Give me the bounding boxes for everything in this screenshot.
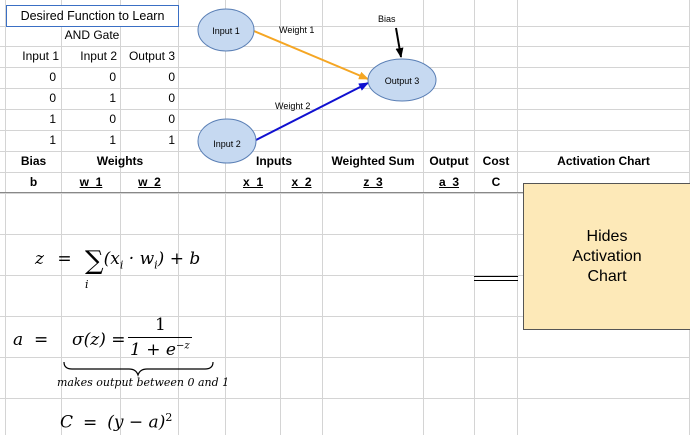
grid-col-line xyxy=(225,0,226,435)
grid-col-line xyxy=(423,0,424,435)
truth-table-header[interactable]: Input 2 xyxy=(80,49,117,63)
output3-label: Output 3 xyxy=(385,76,420,86)
z-sub-i2: i xyxy=(154,258,158,272)
input1-label: Input 1 xyxy=(212,26,240,36)
grid-row-line xyxy=(0,109,690,110)
grid-row-line xyxy=(0,151,690,152)
header-activation-chart[interactable]: Activation Chart xyxy=(557,154,650,168)
truth-table-header[interactable]: Input 1 xyxy=(22,49,59,63)
grid-row-line xyxy=(0,193,690,194)
grid-row-line xyxy=(0,172,690,173)
truth-table-header[interactable]: Output 3 xyxy=(128,49,175,63)
sum-symbol: ∑ xyxy=(85,246,104,276)
grid-row-line xyxy=(0,130,690,131)
grid-col-line xyxy=(120,0,121,435)
var-x1[interactable]: x_1 xyxy=(242,175,264,189)
grid-row-line xyxy=(0,234,690,235)
fraction-denominator: 1 + e−z xyxy=(130,340,190,360)
grid-col-line xyxy=(61,0,62,435)
input2-label: Input 2 xyxy=(213,139,241,149)
var-w1[interactable]: w_1 xyxy=(79,175,103,189)
weight2-arrow xyxy=(255,82,369,141)
grid-row-line xyxy=(0,357,690,358)
truth-table-cell[interactable]: 0 xyxy=(49,91,56,105)
underbrace-note: makes output between 0 and 1 xyxy=(57,376,230,389)
grid-row-line xyxy=(0,316,690,317)
z-term: (x xyxy=(103,249,120,269)
gate-label[interactable]: AND Gate xyxy=(64,28,120,42)
grid-col-line xyxy=(474,0,475,435)
truth-table-cell[interactable]: 1 xyxy=(168,133,175,147)
input2-node[interactable] xyxy=(197,118,257,164)
grid-row-line xyxy=(0,88,690,89)
formula-cost: C = (y − a)2 xyxy=(60,411,172,433)
c-equals: = xyxy=(83,412,98,433)
var-z3[interactable]: z_3 xyxy=(363,175,383,189)
header-bias[interactable]: Bias xyxy=(20,154,47,168)
grid-row-line xyxy=(0,46,690,47)
grid-row-line xyxy=(0,26,690,27)
sum-index: i xyxy=(85,278,89,291)
grid-row-line xyxy=(0,275,690,276)
a-lhs: a xyxy=(13,330,24,350)
weight1-arrow xyxy=(253,30,369,80)
z-sub-i1: i xyxy=(119,258,124,272)
truth-table-cell[interactable]: 1 xyxy=(109,133,116,147)
header-output[interactable]: Output xyxy=(429,154,469,168)
header-inputs[interactable]: Inputs xyxy=(256,154,292,168)
truth-table-cell[interactable]: 1 xyxy=(49,112,56,126)
z-dot: · w xyxy=(123,249,155,269)
fraction-numerator: 1 xyxy=(155,315,166,335)
a-equals: = xyxy=(34,330,49,350)
frozen-pane-divider xyxy=(0,192,690,193)
truth-table-cell[interactable]: 0 xyxy=(109,112,116,126)
header-weights[interactable]: Weights xyxy=(96,154,144,168)
sigma-expr: σ(z) = xyxy=(72,330,126,350)
truth-table-cell[interactable]: 0 xyxy=(168,112,175,126)
z-lhs: z xyxy=(35,249,44,269)
output3-node[interactable] xyxy=(367,58,437,102)
connector-line xyxy=(474,276,518,281)
title-cell[interactable]: Desired Function to Learn xyxy=(6,5,179,27)
header-weighted-sum[interactable]: Weighted Sum xyxy=(331,154,415,168)
grid-col-line xyxy=(178,0,179,435)
truth-table-cell[interactable]: 0 xyxy=(168,70,175,84)
formula-z: z = ∑(xi · wi) + b xyxy=(35,246,200,276)
grid-col-line xyxy=(280,0,281,435)
c-lhs: C xyxy=(60,412,74,433)
input1-node[interactable] xyxy=(197,8,255,52)
denominator-exponent: −z xyxy=(175,340,190,352)
var-c[interactable]: C xyxy=(491,175,501,189)
truth-table-cell[interactable]: 0 xyxy=(168,91,175,105)
denominator-base: 1 + e xyxy=(130,340,176,360)
weight1-label: Weight 1 xyxy=(279,25,314,35)
z-equals: = xyxy=(57,249,72,269)
grid-col-line xyxy=(517,0,518,435)
header-cost[interactable]: Cost xyxy=(482,154,510,168)
weight2-label: Weight 2 xyxy=(275,101,310,111)
grid-row-line xyxy=(0,67,690,68)
bias-arrow xyxy=(395,27,404,58)
var-w2[interactable]: w_2 xyxy=(138,175,161,189)
truth-table-cell[interactable]: 0 xyxy=(109,70,116,84)
z-close: ) + b xyxy=(157,249,201,269)
grid-row-line xyxy=(0,398,690,399)
hide-activation-chart-button[interactable]: Hides Activation Chart xyxy=(523,183,690,330)
bias-label: Bias xyxy=(378,14,396,24)
var-b[interactable]: b xyxy=(29,175,38,189)
c-rhs: (y − a) xyxy=(107,412,166,433)
truth-table-cell[interactable]: 1 xyxy=(49,133,56,147)
fraction-bar xyxy=(128,337,192,338)
grid-col-line xyxy=(322,0,323,435)
c-exponent: 2 xyxy=(165,411,173,424)
var-x2[interactable]: x_2 xyxy=(291,175,312,189)
truth-table-cell[interactable]: 0 xyxy=(49,70,56,84)
hide-chart-label: Hides Activation Chart xyxy=(572,227,642,285)
var-a3[interactable]: a_3 xyxy=(438,175,460,189)
grid-col-line xyxy=(5,0,6,435)
truth-table-cell[interactable]: 1 xyxy=(109,91,116,105)
